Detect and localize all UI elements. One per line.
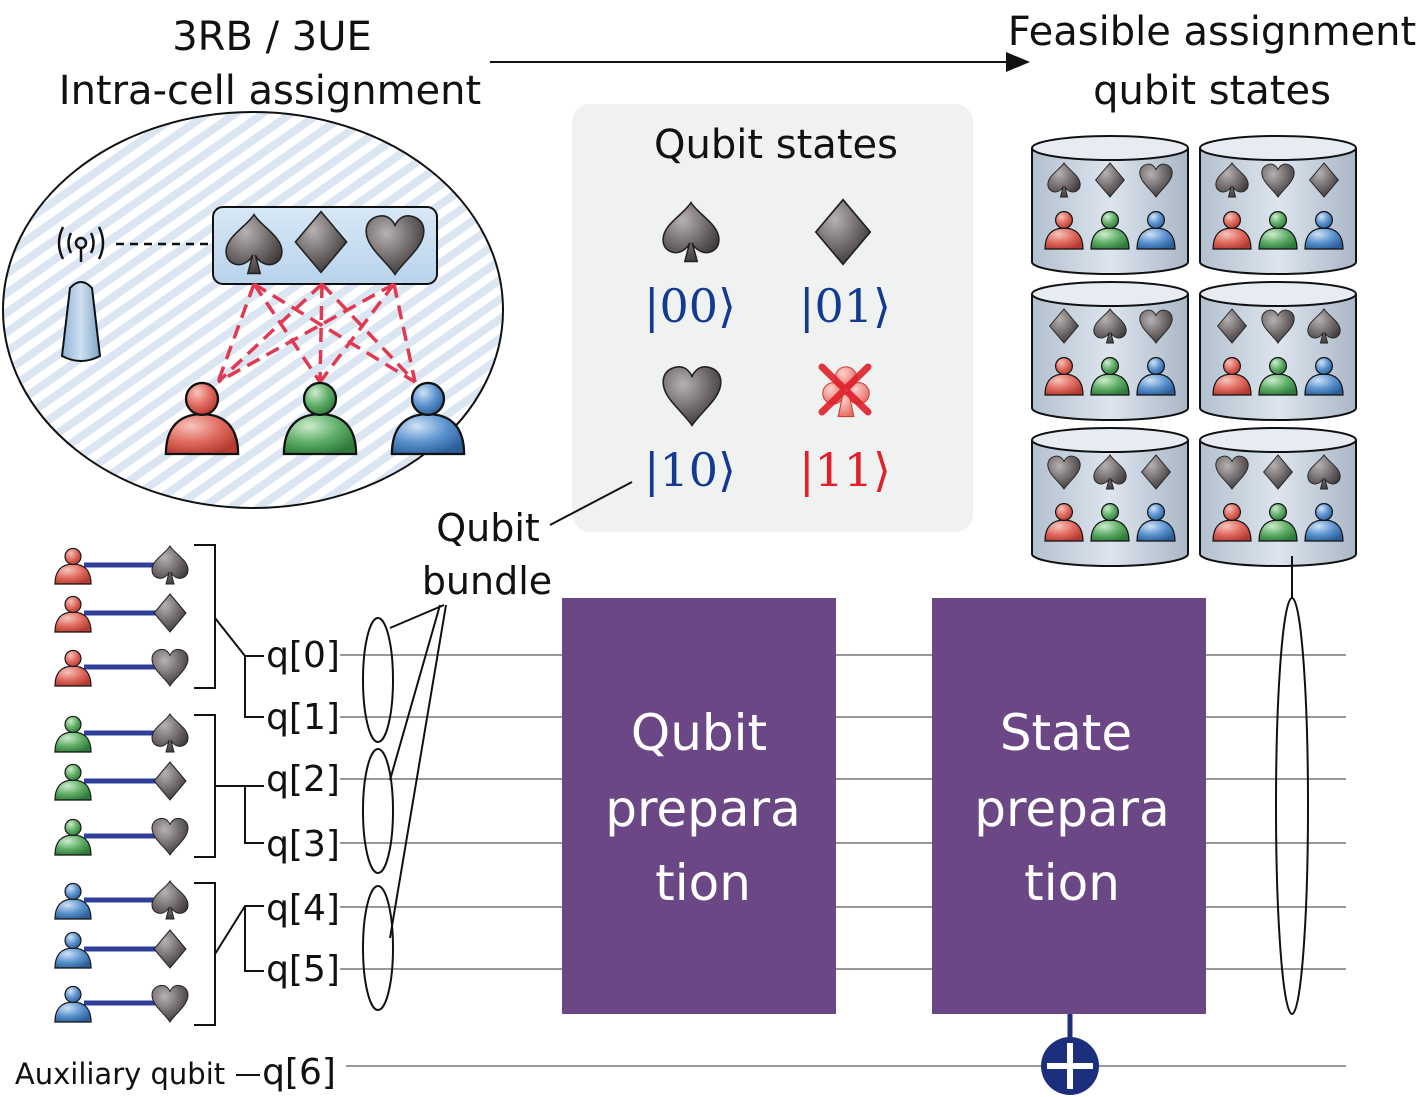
bundle-label: bundle: [422, 559, 552, 603]
ue-rb-pair: [54, 880, 189, 920]
heart-icon: [151, 984, 189, 1023]
spade-icon: [151, 713, 189, 753]
feasible-state-cylinder: [1031, 281, 1189, 421]
state-prep-line1: State: [1000, 704, 1132, 762]
legend-panel: [572, 104, 973, 532]
spade-icon: [151, 545, 189, 585]
state-prep-line3: tion: [1024, 854, 1120, 912]
ue-rb-pair: [54, 984, 189, 1023]
brackets: [194, 544, 264, 1026]
feasible-state-cylinder: [1199, 427, 1357, 567]
cylinder-top: [1199, 427, 1357, 453]
feasible-state-cylinder: [1031, 427, 1189, 567]
base-station-icon: [57, 226, 105, 362]
qubit-states-legend: Qubit states |00⟩ |01⟩ |10⟩ |11⟩: [572, 104, 973, 532]
cylinder-body: [1199, 294, 1357, 421]
state-preparation-box[interactable]: State prepara tion: [932, 598, 1206, 1014]
diamond-icon: [153, 761, 187, 801]
cell-illustration: [2, 111, 504, 509]
cylinder-top: [1031, 427, 1189, 453]
diamond-icon: [153, 929, 187, 969]
qubit-label-2: q[2]: [266, 759, 340, 800]
ket-11: |11⟩: [799, 443, 891, 497]
ue-rb-pair: [54, 593, 187, 633]
invalid-cross-icon: [818, 363, 872, 416]
feasible-states-grid: [1031, 135, 1357, 567]
header-right-line1: Feasible assignment: [1008, 9, 1416, 55]
bundle-ellipses: [362, 604, 447, 1011]
cylinder-top: [1031, 135, 1189, 161]
ue-rb-pair: [54, 817, 189, 856]
feasible-state-cylinder: [1199, 281, 1357, 421]
ket-10: |10⟩: [644, 443, 736, 497]
diamond-icon: [153, 593, 187, 633]
qubit-prep-line3: tion: [655, 854, 751, 912]
ue-rb-pair: [54, 713, 189, 753]
qubit-label: Qubit: [436, 506, 540, 550]
qubit-prep-line2: prepara: [605, 780, 801, 838]
auxiliary-label: Auxiliary qubit: [15, 1057, 225, 1091]
qubit-preparation-box[interactable]: Qubit prepara tion: [562, 598, 836, 1014]
circuit: q[0] q[1] q[2] q[3] q[4] q[5] q[6] Auxil…: [15, 544, 1346, 1095]
assignment-links: [216, 282, 417, 384]
qubit-label-0: q[0]: [266, 635, 340, 676]
heart-icon: [151, 648, 189, 687]
cylinder-top: [1031, 281, 1189, 307]
ket-00: |00⟩: [644, 279, 736, 333]
ue-rb-pair: [54, 761, 187, 801]
qubit-label-3: q[3]: [266, 824, 340, 865]
spade-icon: [151, 880, 189, 920]
ue-rb-pair: [54, 929, 187, 969]
feasible-state-cylinder: [1199, 135, 1357, 275]
heart-icon: [151, 817, 189, 856]
qubit-label-5: q[5]: [266, 949, 340, 990]
qubit-prep-line1: Qubit: [631, 704, 767, 762]
ket-01: |01⟩: [799, 279, 891, 333]
legend-title: Qubit states: [654, 122, 898, 168]
cylinder-body: [1199, 148, 1357, 275]
cnot-target-icon: [1041, 1014, 1099, 1095]
qubit-label-1: q[1]: [266, 697, 340, 738]
header-left-line2: Intra-cell assignment: [59, 68, 481, 114]
cylinder-top: [1199, 281, 1357, 307]
cylinder-top: [1199, 135, 1357, 161]
ue-rb-pair: [54, 648, 189, 687]
state-prep-line2: prepara: [974, 780, 1170, 838]
header-right-line2: qubit states: [1093, 68, 1331, 114]
feasible-state-cylinder: [1031, 135, 1189, 275]
bundle-pointer-line: [549, 481, 633, 526]
qubit-label-4: q[4]: [266, 888, 340, 929]
header-left-line1: 3RB / 3UE: [172, 14, 372, 60]
output-bundle: [1275, 556, 1309, 1015]
ue-rb-pair: [54, 545, 189, 585]
qubit-label-6: q[6]: [262, 1052, 336, 1093]
